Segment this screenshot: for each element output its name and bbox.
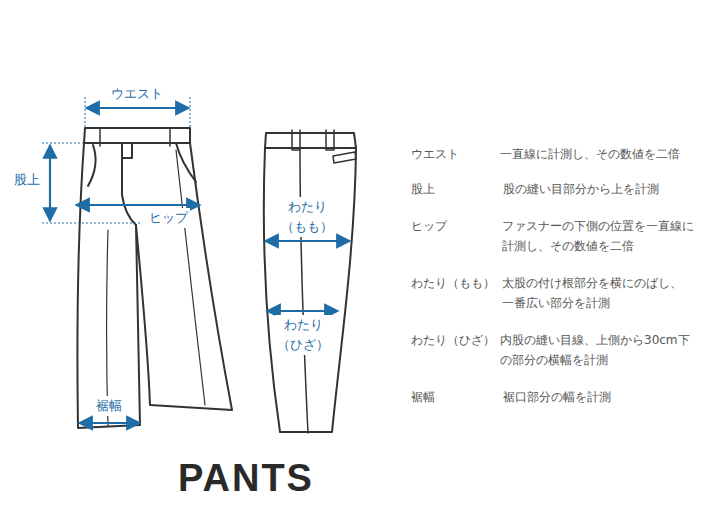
waist-label: ウエスト	[109, 84, 165, 104]
description-cell: ファスナーの下側の位置を一直線に 計測し、その数値を二倍	[502, 216, 706, 256]
description-cell: 一直線に計測し、その数値を二倍	[500, 144, 680, 164]
title-text: PANTS	[178, 458, 314, 498]
hip-label: ヒップ	[147, 208, 190, 228]
term-cell: わたり（ひざ）	[411, 330, 495, 350]
term-cell: 股上	[411, 179, 435, 199]
thigh-label: わたり （もも）	[279, 197, 335, 237]
description-cell: 裾口部分の幅を計測	[503, 387, 611, 407]
rise-label: 股上	[12, 170, 42, 190]
term-cell: ウエスト	[411, 144, 459, 164]
term-cell: ヒップ	[411, 216, 447, 236]
hem-label: 裾幅	[94, 396, 124, 416]
knee-label: わたり （ひざ）	[275, 315, 331, 355]
description-cell: 太股の付け根部分を横にのばし、 一番広い部分を計測	[502, 273, 706, 313]
description-cell: 内股の縫い目線、上側から30cm下 の部分の横幅を計測	[500, 330, 706, 370]
term-cell: 裾幅	[411, 387, 435, 407]
term-cell: わたり（もも）	[411, 273, 495, 293]
description-cell: 股の縫い目部分から上を計測	[503, 179, 659, 199]
